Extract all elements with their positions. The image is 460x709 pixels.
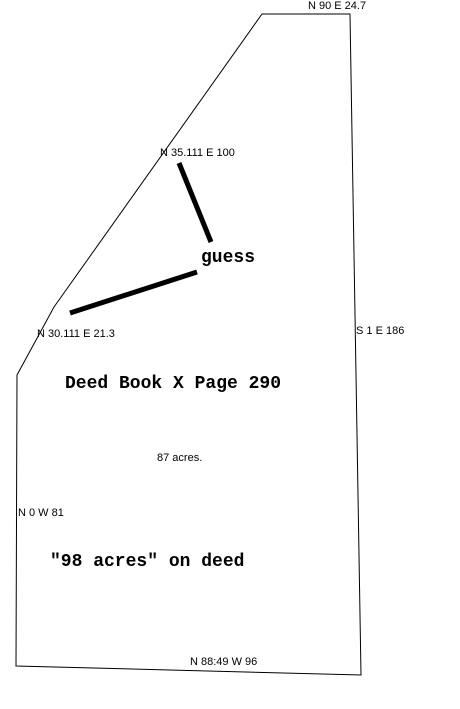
guess-pointer-upper <box>176 162 214 243</box>
bearing-bottom-line: N 88:49 W 96 <box>190 656 258 668</box>
bearing-lower-diagonal: N 30.111 E 21.3 <box>37 328 115 340</box>
parcel-boundary <box>15 13 362 676</box>
guess-label: guess <box>201 248 256 268</box>
deed-area-note: "98 acres" on deed <box>50 552 245 572</box>
computed-area: 87 acres. <box>157 452 203 464</box>
bearing-top-line: N 90 E 24.7 <box>308 0 367 12</box>
bearing-left-line: N 0 W 81 <box>18 507 64 519</box>
deed-reference: Deed Book X Page 290 <box>65 374 282 394</box>
bearing-right-line: S 1 E 186 <box>356 325 405 337</box>
guess-pointer-lower <box>69 269 198 316</box>
bearing-upper-diagonal: N 35.111 E 100 <box>160 147 235 159</box>
